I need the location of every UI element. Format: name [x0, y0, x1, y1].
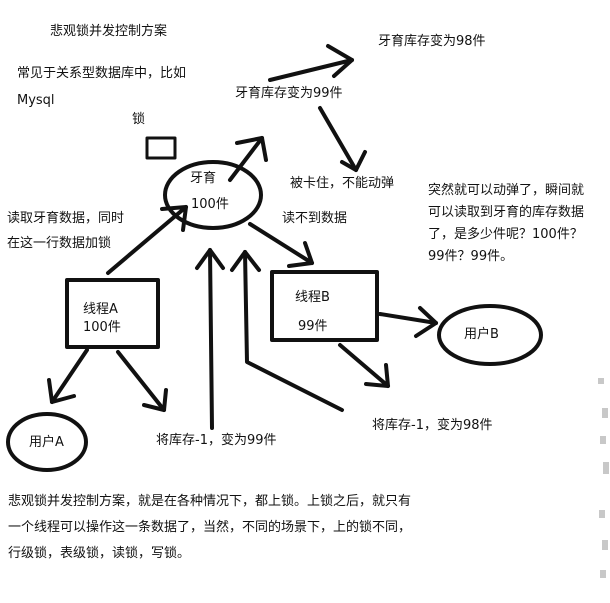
smudge-mark	[600, 436, 606, 444]
product-node	[163, 160, 263, 230]
sudden-note-line: 突然就可以动弹了，瞬间就	[428, 183, 585, 198]
user-a-node	[6, 412, 88, 472]
arrow-threadA-to-product	[106, 205, 188, 275]
smudge-mark	[600, 570, 606, 578]
decrement-b-label: 将库存-1，变为98件	[372, 418, 493, 433]
stock-99-label: 牙育库存变为99件	[235, 86, 343, 101]
summary-line: 悲观锁并发控制方案，就是在各种情况下，都上锁。上锁之后，就只有	[8, 494, 412, 509]
arrow-to-stock-98	[268, 44, 354, 82]
stuck-label: 被卡住，不能动弹	[290, 176, 395, 191]
intro-line-2: Mysql	[17, 93, 55, 108]
diagram-title: 悲观锁并发控制方案	[50, 24, 168, 39]
thread-b-qty: 99件	[298, 319, 328, 334]
arrow-stock99-down	[318, 106, 367, 172]
product-name: 牙育	[190, 171, 217, 186]
smudge-mark	[598, 378, 604, 384]
user-b-label: 用户B	[464, 327, 499, 342]
stock-98-label: 牙育库存变为98件	[378, 34, 486, 49]
arrow-decB-up	[230, 250, 344, 412]
decrement-a-label: 将库存-1，变为99件	[156, 433, 277, 448]
arrow-threadA-to-decA	[116, 350, 168, 412]
intro-line-1: 常见于关系型数据库中，比如	[17, 66, 187, 81]
smudge-mark	[603, 462, 609, 474]
smudge-mark	[602, 408, 608, 418]
product-qty: 100件	[191, 197, 229, 212]
thread-a-name: 线程A	[83, 302, 118, 317]
arrow-threadA-to-userA	[47, 348, 89, 404]
summary-line: 行级锁，表级锁，读锁，写锁。	[8, 546, 191, 561]
cannot-read-label: 读不到数据	[282, 211, 348, 226]
read-lock-line-1: 读取牙育数据，同时	[7, 211, 125, 226]
sudden-note-line: 99件？99件。	[428, 249, 514, 264]
smudge-mark	[599, 510, 605, 518]
thread-b-box	[270, 270, 379, 342]
arrow-decA-up	[195, 248, 225, 430]
sudden-note: 突然就可以动弹了，瞬间就 可以读取到牙育的库存数据 了，是多少件呢？100件？ …	[428, 180, 608, 268]
lock-label: 锁	[132, 112, 146, 127]
sudden-note-line: 了，是多少件呢？100件？	[428, 227, 583, 242]
arrow-product-up	[228, 136, 268, 182]
sudden-note-line: 可以读取到牙育的库存数据	[428, 205, 585, 220]
thread-a-box	[65, 278, 160, 349]
thread-a-qty: 100件	[83, 320, 121, 335]
read-lock-line-2: 在这一行数据加锁	[7, 236, 112, 251]
summary-paragraph: 悲观锁并发控制方案，就是在各种情况下，都上锁。上锁之后，就只有 一个线程可以操作…	[8, 489, 568, 567]
arrow-threadB-to-userB	[378, 306, 438, 338]
user-b-node	[437, 304, 543, 366]
arrow-product-to-threadB	[248, 222, 314, 268]
thread-b-name: 线程B	[295, 290, 330, 305]
smudge-mark	[602, 540, 608, 550]
arrow-threadB-to-decB	[338, 343, 390, 388]
summary-line: 一个线程可以操作这一条数据了，当然，不同的场景下，上的锁不同，	[8, 520, 412, 535]
user-a-label: 用户A	[29, 435, 64, 450]
lock-box	[145, 136, 177, 160]
